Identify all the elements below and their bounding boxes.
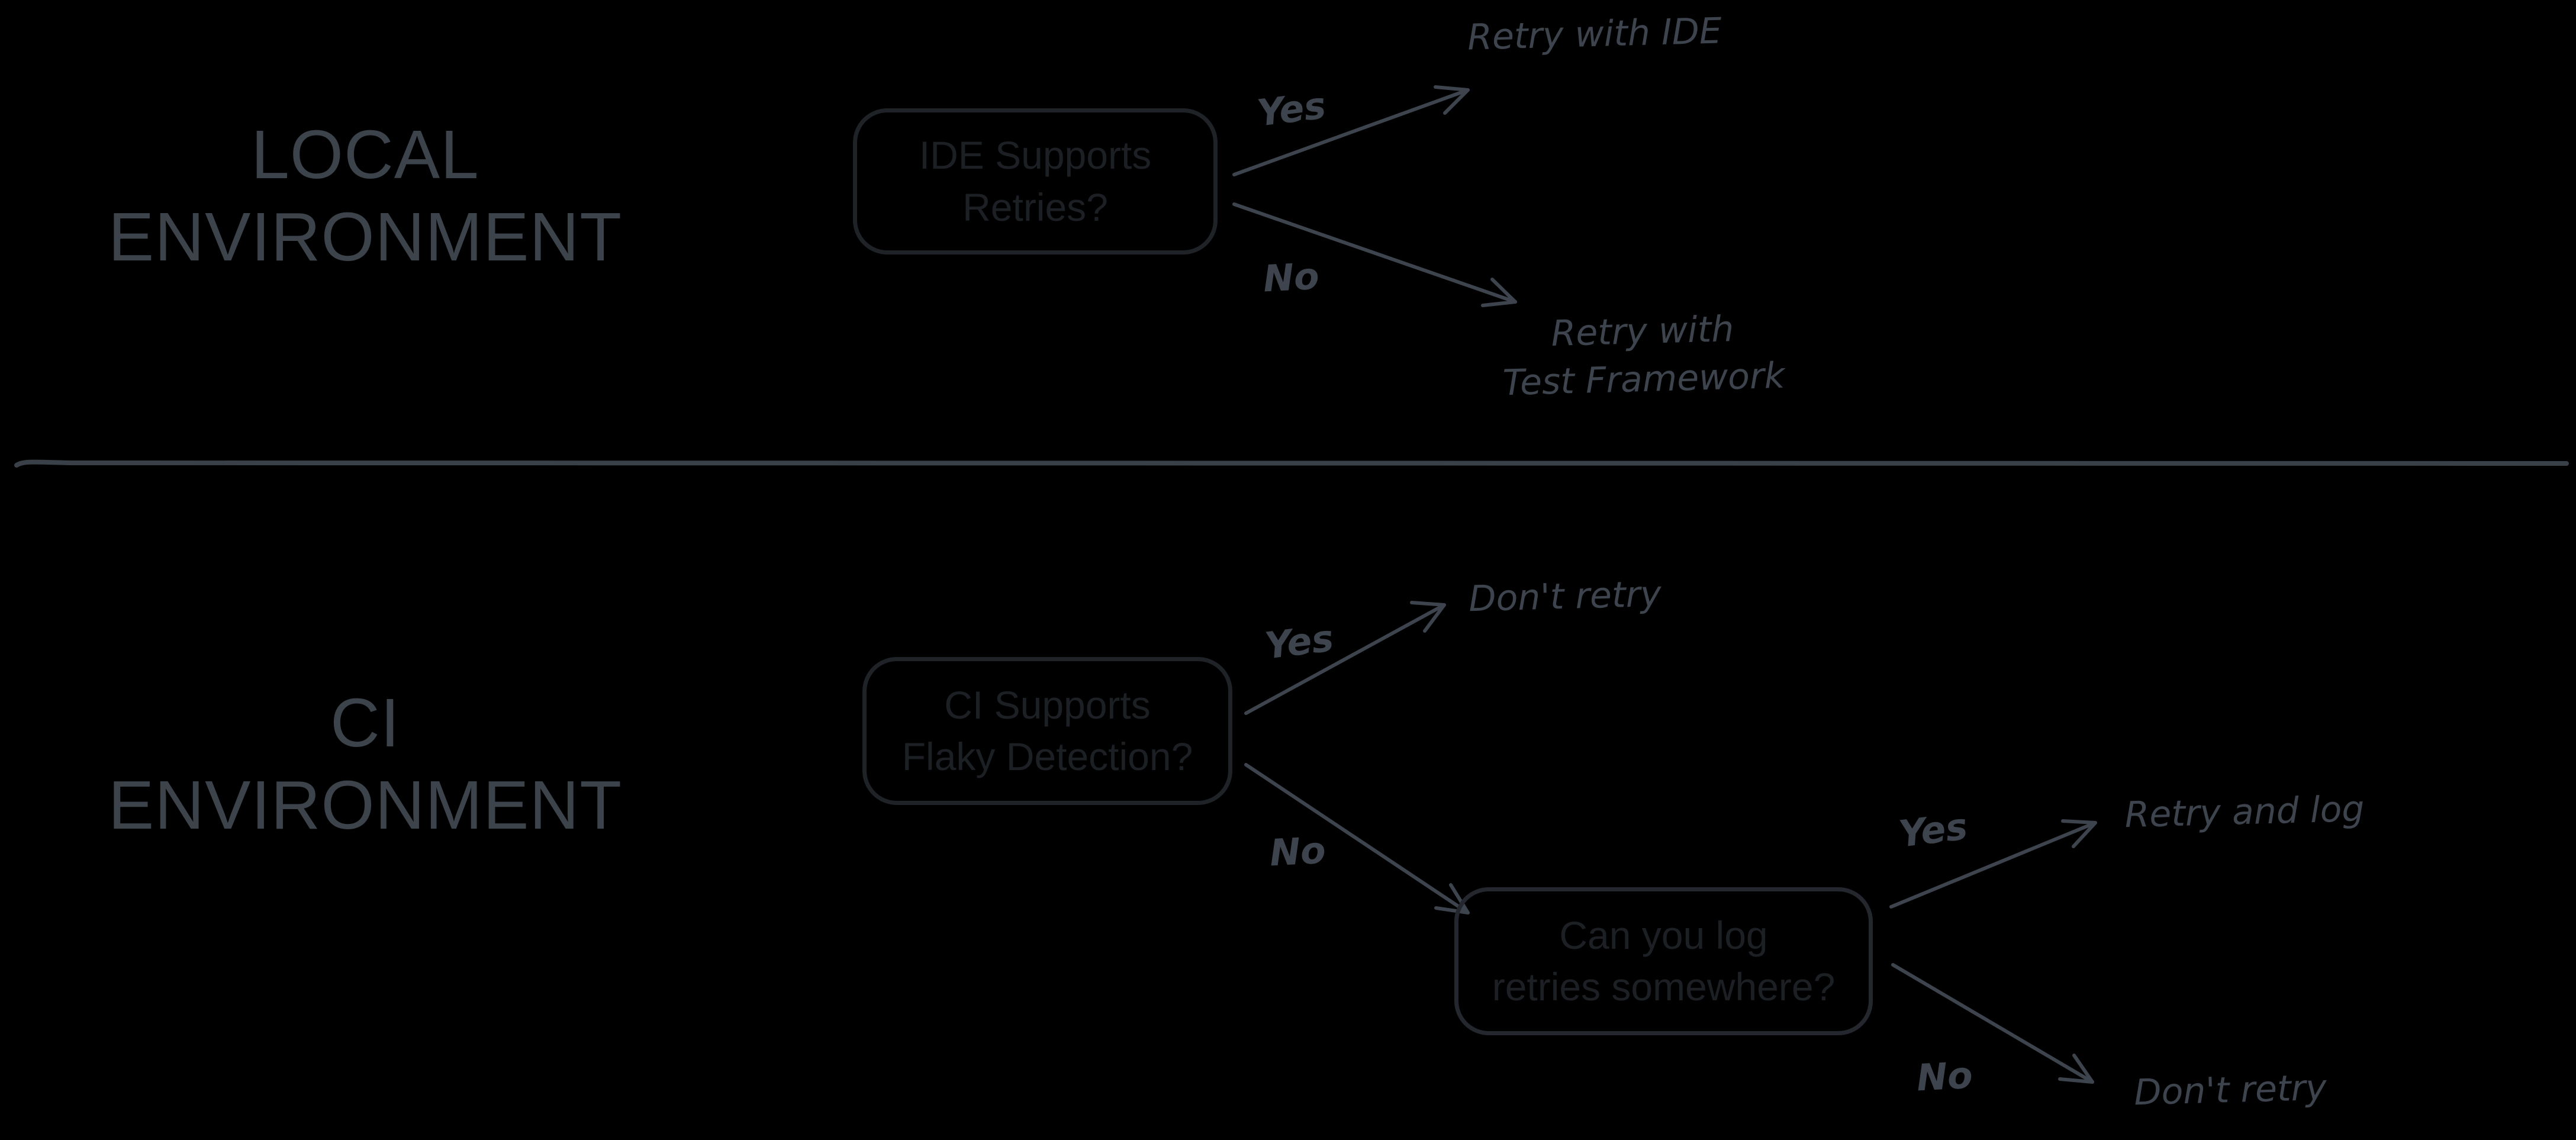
section-title-local-environment: LOCAL ENVIRONMENT [108, 116, 623, 276]
edge-label-ci-no: No [1268, 828, 1327, 875]
arrow-log-no [1891, 963, 2094, 1084]
outcome-ci-dont-retry: Don't retry [1468, 573, 1662, 620]
section-divider [14, 459, 2569, 468]
edge-label-log-no: No [1915, 1053, 1974, 1100]
edge-label-ci-yes: Yes [1262, 616, 1336, 668]
section-title-ci-environment: CI ENVIRONMENT [108, 684, 623, 844]
outcome-retry-with-ide: Retry with IDE [1467, 10, 1722, 59]
outcome-retry-with-test-framework: Retry with Test Framework [1502, 308, 1786, 404]
edge-label-local-no: No [1262, 254, 1321, 301]
outcome-log-dont-retry: Don't retry [2133, 1067, 2327, 1114]
arrow-local-yes [1232, 85, 1470, 176]
edge-label-log-yes: Yes [1896, 804, 1970, 856]
edge-label-local-yes: Yes [1254, 83, 1328, 135]
decision-box-ide-supports-retries: IDE Supports Retries? [853, 108, 1218, 255]
decision-box-ci-supports-flaky-detection: CI Supports Flaky Detection? [862, 657, 1232, 805]
decision-box-can-you-log-retries-label: Can you log retries somewhere? [1492, 913, 1836, 1009]
decision-box-ide-supports-retries-label: IDE Supports Retries? [919, 133, 1152, 229]
outcome-retry-and-log: Retry and log [2124, 788, 2365, 836]
decision-box-can-you-log-retries: Can you log retries somewhere? [1454, 887, 1873, 1035]
decision-box-ci-supports-flaky-detection-label: CI Supports Flaky Detection? [901, 682, 1193, 778]
arrow-log-yes [1889, 819, 2097, 909]
arrow-ci-yes [1244, 601, 1446, 715]
arrow-local-no [1232, 202, 1517, 307]
